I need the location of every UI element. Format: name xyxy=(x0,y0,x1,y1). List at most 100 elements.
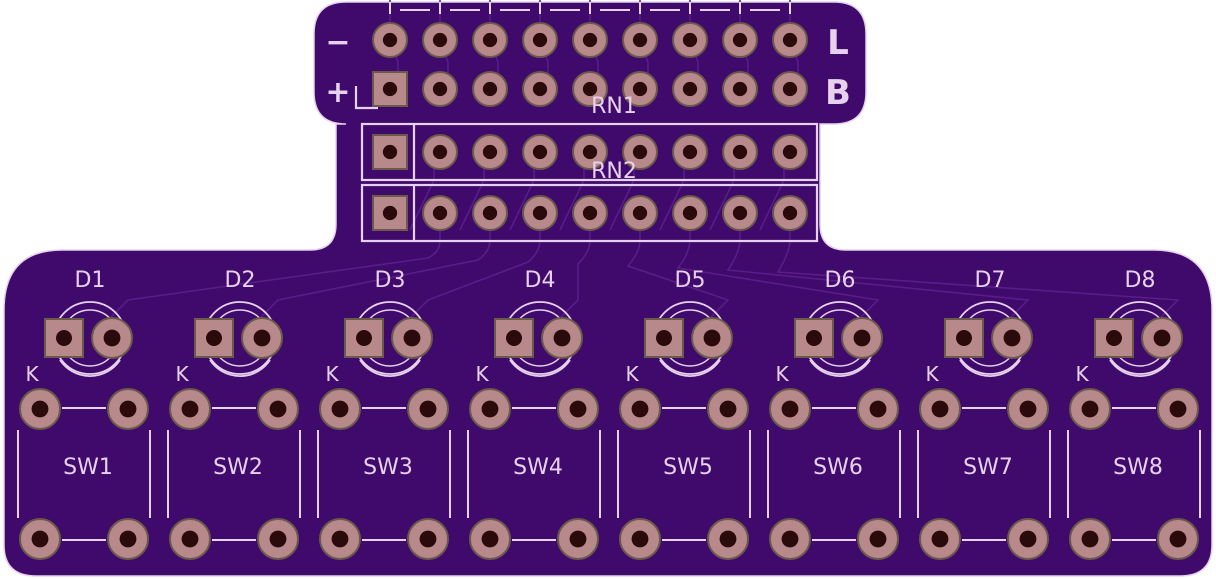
pad-drill-hole xyxy=(206,330,222,346)
labels-layer: − + L B RN1 RN2 D1 D2 D3 D4 D5 D6 D7 D8 … xyxy=(25,23,1162,480)
pad-drill-hole xyxy=(31,400,49,418)
round-pad xyxy=(319,388,361,430)
resistor-network-outline xyxy=(360,122,819,182)
pad-drill-hole xyxy=(582,32,598,48)
pad-drill-hole xyxy=(632,205,648,221)
pad-drill-hole xyxy=(781,400,799,418)
round-pad xyxy=(622,195,658,231)
led-cathode-label: K xyxy=(175,362,189,386)
pad-drill-hole xyxy=(869,400,887,418)
round-pad xyxy=(1069,518,1111,560)
pad-drill-hole xyxy=(481,400,499,418)
rn2-ref-label: RN2 xyxy=(591,159,637,184)
header-right-label-top: L xyxy=(827,23,849,63)
pad-drill-hole xyxy=(869,530,887,548)
round-pad xyxy=(722,134,758,170)
pad-drill-hole xyxy=(356,330,372,346)
header-minus-label: − xyxy=(325,25,350,60)
pad-drill-hole xyxy=(956,330,972,346)
pad-drill-hole xyxy=(1019,400,1037,418)
pad-drill-hole xyxy=(582,81,598,97)
pad-drill-hole xyxy=(732,81,748,97)
round-pad xyxy=(319,518,361,560)
round-pad xyxy=(372,22,408,58)
pad-drill-hole xyxy=(1019,530,1037,548)
round-pad xyxy=(422,22,458,58)
led-cathode-label: K xyxy=(1075,362,1089,386)
round-pad xyxy=(722,195,758,231)
round-pad xyxy=(769,388,811,430)
pad-drill-hole xyxy=(703,329,721,347)
round-pad xyxy=(257,388,299,430)
pad-drill-hole xyxy=(532,144,548,160)
round-pad xyxy=(857,388,899,430)
round-pad xyxy=(557,518,599,560)
round-pad xyxy=(772,195,808,231)
round-pad xyxy=(722,22,758,58)
round-pad xyxy=(572,195,608,231)
pad-drill-hole xyxy=(482,205,498,221)
round-pad xyxy=(541,317,583,359)
pad-drill-hole xyxy=(682,81,698,97)
round-pad xyxy=(919,518,961,560)
pad-drill-hole xyxy=(682,144,698,160)
round-pad xyxy=(1141,317,1183,359)
rn1-ref-label: RN1 xyxy=(591,94,637,119)
pad-drill-hole xyxy=(119,530,137,548)
pad-drill-hole xyxy=(532,205,548,221)
pad-drill-hole xyxy=(181,530,199,548)
pad-drill-hole xyxy=(732,32,748,48)
pad-drill-hole xyxy=(582,205,598,221)
pad-drill-hole xyxy=(569,400,587,418)
pad-drill-hole xyxy=(432,144,448,160)
led-outline-arc xyxy=(59,359,121,377)
led-outline-arc xyxy=(509,359,571,377)
pad-drill-hole xyxy=(1106,330,1122,346)
square-pad xyxy=(344,318,384,358)
pad-drill-hole xyxy=(31,530,49,548)
switch-ref-label: SW4 xyxy=(513,455,563,480)
pad-drill-hole xyxy=(382,205,398,221)
pad-drill-hole xyxy=(181,400,199,418)
round-pad xyxy=(522,71,558,107)
pad-drill-hole xyxy=(631,530,649,548)
pad-drill-hole xyxy=(1169,530,1187,548)
pad-drill-hole xyxy=(506,330,522,346)
led-ref-label: D6 xyxy=(825,268,856,293)
pad-drill-hole xyxy=(782,205,798,221)
pad-drill-hole xyxy=(569,530,587,548)
header-right-label-bottom: B xyxy=(825,73,851,113)
round-pad xyxy=(672,71,708,107)
pad-drill-hole xyxy=(781,530,799,548)
led-outline-arc xyxy=(209,359,271,377)
pad-drill-hole xyxy=(269,530,287,548)
pad-drill-hole xyxy=(532,32,548,48)
led-ref-label: D3 xyxy=(375,268,406,293)
led-ref-label: D1 xyxy=(75,268,106,293)
pad-drill-hole xyxy=(403,329,421,347)
pad-drill-hole xyxy=(553,329,571,347)
switch-ref-label: SW2 xyxy=(213,455,263,480)
led-outline-arc xyxy=(659,359,721,377)
square-pad xyxy=(372,71,408,107)
pad-drill-hole xyxy=(782,81,798,97)
pad-drill-hole xyxy=(1081,530,1099,548)
pad-drill-hole xyxy=(1153,329,1171,347)
square-pad xyxy=(1094,318,1134,358)
pad-drill-hole xyxy=(632,81,648,97)
led-cathode-label: K xyxy=(625,362,639,386)
pad-drill-hole xyxy=(931,530,949,548)
pad-drill-hole xyxy=(1081,400,1099,418)
round-pad xyxy=(469,388,511,430)
round-pad xyxy=(772,22,808,58)
round-pad xyxy=(169,518,211,560)
pad-drill-hole xyxy=(732,205,748,221)
round-pad xyxy=(472,195,508,231)
led-outline-arc xyxy=(1109,359,1171,377)
pad-copper xyxy=(372,71,408,107)
round-pad xyxy=(522,195,558,231)
round-pad xyxy=(422,195,458,231)
round-pad xyxy=(472,22,508,58)
pad-drill-hole xyxy=(806,330,822,346)
